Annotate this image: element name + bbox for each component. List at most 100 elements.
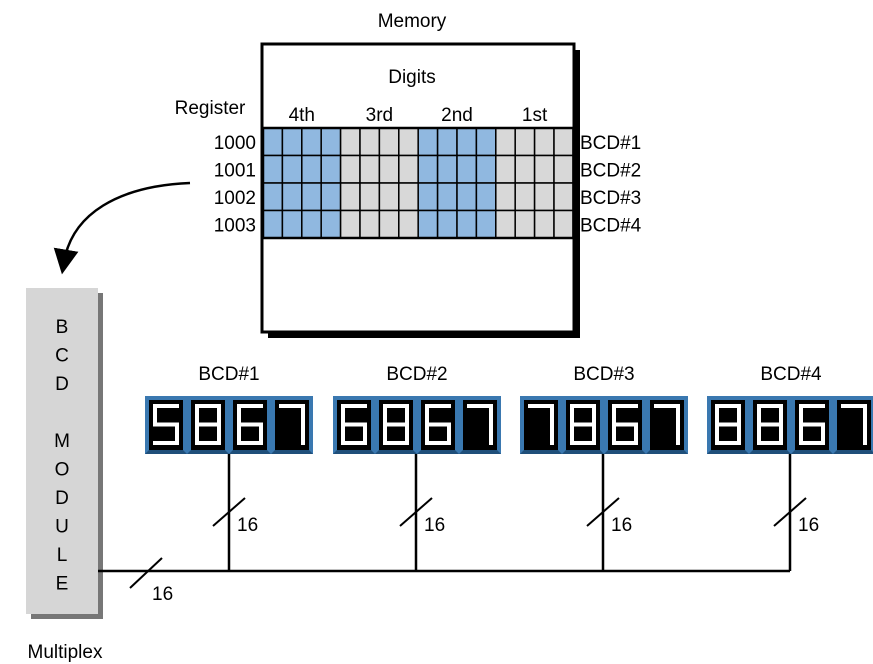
module-letter: B bbox=[56, 317, 69, 338]
memory-bit-cell bbox=[495, 209, 516, 239]
digit-bevel bbox=[417, 450, 459, 454]
bcd-row-label: BCD#4 bbox=[580, 216, 642, 237]
memory-bit-cell bbox=[378, 127, 400, 157]
branch-width-label: 16 bbox=[798, 515, 819, 536]
branch-width-label: 16 bbox=[424, 515, 445, 536]
register-address: 1000 bbox=[214, 133, 256, 154]
main-bus-slash bbox=[129, 557, 163, 589]
memory-bit-cell bbox=[262, 182, 284, 212]
memory-bit-cell bbox=[417, 127, 439, 157]
module-letter: D bbox=[55, 488, 69, 509]
register-to-module-arrow bbox=[53, 181, 191, 275]
module-letter: D bbox=[55, 374, 69, 395]
branch-slash bbox=[773, 497, 807, 527]
memory-bit-cell bbox=[359, 182, 381, 212]
memory-bit-cell bbox=[475, 209, 497, 239]
digit-bevel bbox=[520, 450, 562, 454]
memory-bit-cell bbox=[262, 154, 284, 184]
memory-bit-cell bbox=[533, 182, 555, 212]
memory-bit-cell bbox=[533, 209, 555, 239]
seven-segment-displays: BCD#1 BCD#2 BCD#3 BCD#4 bbox=[145, 364, 873, 454]
memory-bit-cell bbox=[553, 127, 575, 157]
memory-grid bbox=[261, 126, 575, 240]
bus-branches: 16 16 16 16 bbox=[212, 454, 819, 571]
memory-bit-cell bbox=[320, 127, 342, 157]
digit-bevel bbox=[604, 450, 646, 454]
branch-width-label: 16 bbox=[237, 515, 258, 536]
digit-bevel bbox=[646, 450, 688, 454]
memory-bit-cell bbox=[417, 154, 439, 184]
memory-bit-cell bbox=[456, 154, 478, 184]
display-label: BCD#3 bbox=[573, 364, 634, 385]
memory-bit-cell bbox=[436, 209, 458, 239]
digit-bevel bbox=[562, 450, 604, 454]
module-letter: U bbox=[55, 517, 69, 538]
display-unit: BCD#1 bbox=[145, 364, 313, 454]
main-bus-width-label: 16 bbox=[152, 584, 173, 605]
memory-bit-cell bbox=[301, 127, 322, 157]
memory-bit-cell bbox=[456, 127, 478, 157]
register-address: 1003 bbox=[214, 216, 256, 237]
digits-label: Digits bbox=[388, 67, 436, 88]
memory-grid-border bbox=[261, 126, 575, 240]
memory-bit-cell bbox=[456, 209, 478, 239]
module-letter: M bbox=[54, 431, 70, 452]
memory-bit-cell bbox=[301, 182, 322, 212]
memory-bit-cell bbox=[262, 209, 284, 239]
digit-bevel bbox=[333, 450, 375, 454]
memory-bit-cell bbox=[378, 209, 400, 239]
memory-bit-cell bbox=[378, 182, 400, 212]
bcd-row-label: BCD#1 bbox=[580, 133, 641, 154]
memory-bit-cell bbox=[398, 154, 419, 184]
digit-bevel bbox=[833, 450, 873, 454]
display-unit: BCD#2 bbox=[333, 364, 501, 454]
memory-bit-cell bbox=[320, 182, 342, 212]
branch-slash bbox=[399, 497, 433, 527]
bcd-row-label: BCD#2 bbox=[580, 161, 641, 182]
memory-bit-cell bbox=[495, 154, 516, 184]
bcd-row-label: BCD#3 bbox=[580, 188, 641, 209]
memory-bit-cell bbox=[514, 154, 536, 184]
memory-bit-cell bbox=[301, 209, 322, 239]
digit-header: 1st bbox=[522, 105, 548, 126]
memory-bit-cell bbox=[339, 154, 361, 184]
display-label: BCD#2 bbox=[386, 364, 447, 385]
module-letter: L bbox=[57, 545, 68, 566]
memory-bit-cell bbox=[398, 127, 419, 157]
memory-bit-cell bbox=[262, 127, 284, 157]
memory-bit-cell bbox=[378, 154, 400, 184]
memory-bit-cell bbox=[281, 209, 303, 239]
digit-bevel bbox=[229, 450, 271, 454]
memory-bit-cell bbox=[456, 182, 478, 212]
memory-bit-cell bbox=[533, 154, 555, 184]
memory-bit-cell bbox=[514, 209, 536, 239]
display-unit: BCD#3 bbox=[520, 364, 688, 454]
memory-bit-cell bbox=[436, 154, 458, 184]
digit-bevel bbox=[271, 450, 313, 454]
memory-bit-cell bbox=[475, 182, 497, 212]
branch-width-label: 16 bbox=[611, 515, 632, 536]
register-address: 1002 bbox=[214, 188, 256, 209]
digit-bevel bbox=[459, 450, 501, 454]
display-label: BCD#4 bbox=[760, 364, 822, 385]
memory-bit-cell bbox=[553, 154, 575, 184]
memory-bit-cell bbox=[495, 127, 516, 157]
memory-bit-cell bbox=[281, 182, 303, 212]
memory-bit-cell bbox=[339, 209, 361, 239]
digit-bevel bbox=[791, 450, 833, 454]
digit-bevel bbox=[187, 450, 229, 454]
memory-bit-cell bbox=[359, 154, 381, 184]
digit-header: 4th bbox=[289, 105, 315, 126]
memory-bit-cell bbox=[553, 209, 575, 239]
memory-bit-cell bbox=[398, 182, 419, 212]
memory-bit-cell bbox=[417, 209, 439, 239]
digit-bevel bbox=[749, 450, 791, 454]
memory-title: Memory bbox=[378, 11, 447, 32]
multiplex-caption: Multiplex bbox=[28, 642, 103, 663]
memory-bit-cell bbox=[359, 127, 381, 157]
memory-bit-cell bbox=[320, 154, 342, 184]
